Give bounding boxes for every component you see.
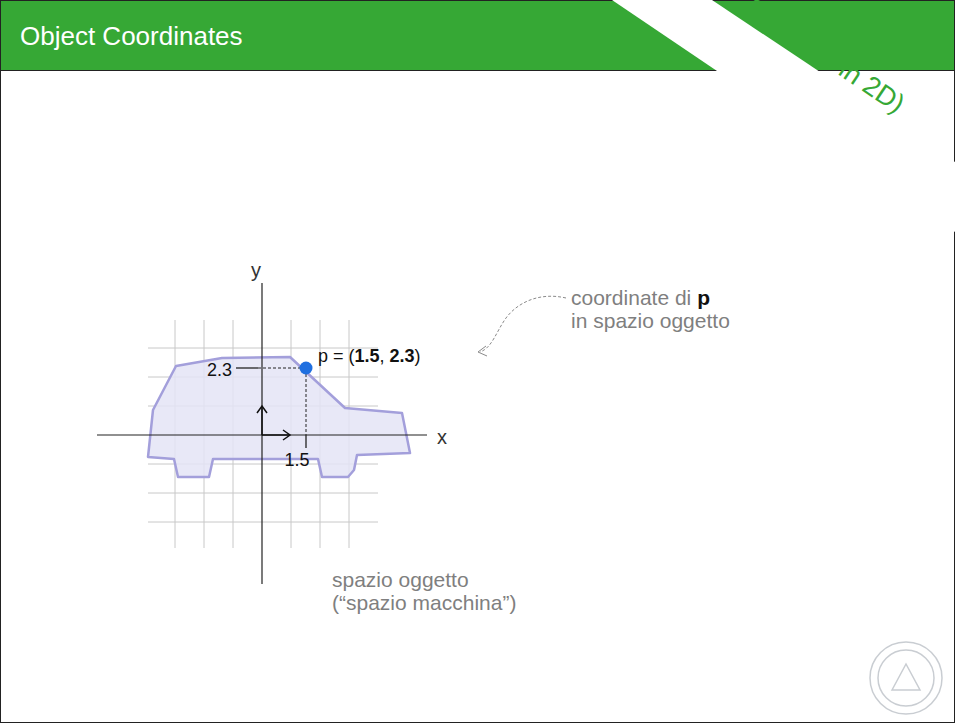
dimension-label: 2.3 xyxy=(207,360,232,380)
car-outline xyxy=(148,357,410,477)
slide-title: Object Coordinates xyxy=(20,21,243,51)
axes xyxy=(97,283,427,584)
ticks xyxy=(236,368,306,448)
basis-arrows xyxy=(257,406,290,440)
callout-note: coordinate di p in spazio oggetto xyxy=(571,286,730,332)
space-caption: spazio oggetto (“spazio macchina”) xyxy=(332,568,516,614)
projection-lines xyxy=(258,368,306,435)
university-seal xyxy=(870,642,942,714)
point-p xyxy=(300,362,313,375)
dimension-label: 1.5 xyxy=(284,450,309,470)
callout-arrowhead xyxy=(478,346,487,356)
axis-label: x xyxy=(437,426,447,448)
point-label: p = (1.5, 2.3) xyxy=(318,345,421,367)
callout-leader xyxy=(480,296,566,352)
axis-label: y xyxy=(251,259,261,281)
